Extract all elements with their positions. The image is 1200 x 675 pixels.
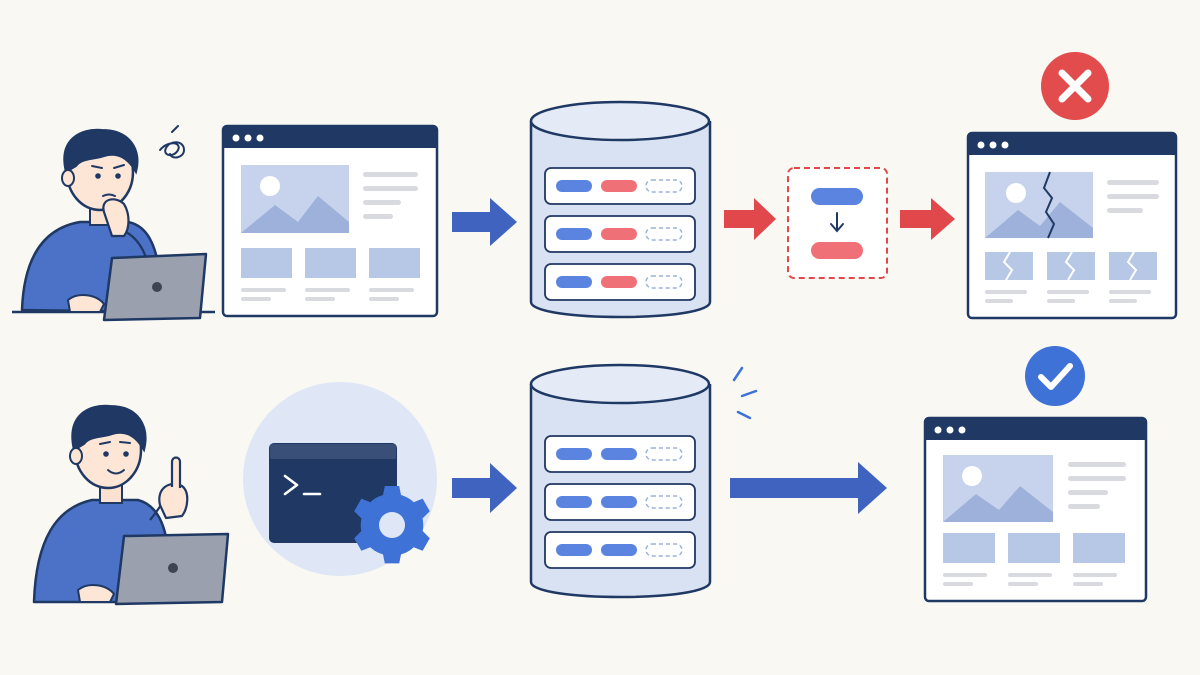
database-icon [529,363,758,599]
confused-person [12,125,215,322]
idea-person [32,404,230,606]
sparkle-icon [732,366,758,420]
terminal-prompt-icon [283,474,299,496]
success-check-icon [1025,346,1085,406]
pointing-finger-icon [170,456,182,488]
intact-webpage [923,416,1148,603]
blue-arrow [730,462,887,514]
blue-arrow [452,463,517,513]
confusion-scribble-icon [159,141,186,159]
red-arrow [900,198,955,240]
broken-webpage [966,131,1178,320]
field-conversion-box [787,167,888,279]
webpage-mockup [221,124,439,318]
error-x-icon [1041,52,1109,120]
gear-icon [354,486,430,564]
red-arrow [724,198,776,240]
blue-arrow [452,198,517,246]
database-icon [529,100,712,319]
terminal-with-gear [243,382,437,576]
